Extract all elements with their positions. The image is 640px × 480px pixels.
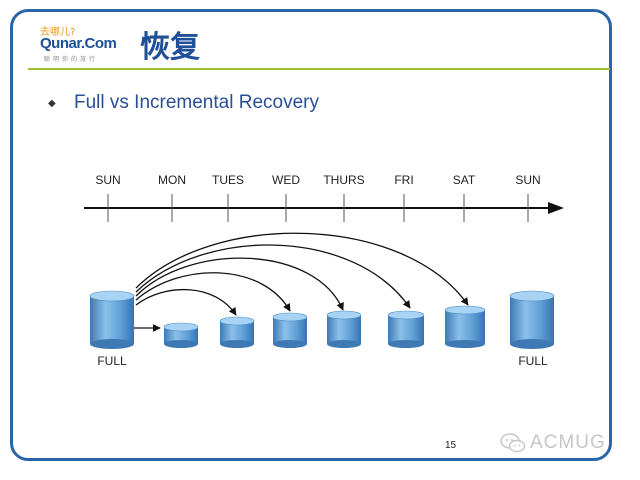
day-label: SAT xyxy=(453,173,476,187)
slide-title: 恢复 xyxy=(140,30,200,65)
page-number: 15 xyxy=(445,440,457,451)
incremental-fri xyxy=(387,310,425,348)
incremental-mon xyxy=(163,322,199,348)
bullet-icon: ◆ xyxy=(48,97,56,109)
bullet-text: Full vs Incremental Recovery xyxy=(74,92,319,113)
day-label: THURS xyxy=(323,173,364,187)
day-label: SUN xyxy=(95,173,120,187)
day-label: SUN xyxy=(515,173,540,187)
incremental-sat xyxy=(444,305,486,348)
arrow-to-wed xyxy=(135,272,291,312)
full-backup-right xyxy=(509,290,555,349)
arrow-to-thurs xyxy=(135,257,344,311)
slide-frame xyxy=(10,9,612,461)
arrow-to-fri xyxy=(135,244,411,309)
timeline-ticks xyxy=(107,194,529,222)
full-label-left: FULL xyxy=(97,354,127,368)
full-backup-left xyxy=(89,290,135,349)
arrow-to-tues xyxy=(135,289,237,316)
day-label: TUES xyxy=(212,173,244,187)
incremental-wed xyxy=(272,312,308,348)
wechat-icon xyxy=(500,433,526,453)
watermark-text: ACMUG xyxy=(530,432,606,453)
header-divider xyxy=(28,68,610,70)
timeline-day-labels: SUN MON TUES WED THURS FRI SAT SUN xyxy=(95,173,540,187)
incremental-tues xyxy=(219,316,255,348)
bullet-item: ◆ Full vs Incremental Recovery xyxy=(48,92,319,114)
logo-chinese-text: 去哪儿? xyxy=(40,27,76,38)
timeline-arrow-icon xyxy=(548,202,564,214)
recovery-arrows xyxy=(132,232,469,332)
day-label: MON xyxy=(158,173,186,187)
logo-slogan: 聪明你的旅行 xyxy=(44,56,99,63)
full-label-right: FULL xyxy=(518,354,548,368)
watermark: ACMUG xyxy=(500,432,606,454)
incremental-thurs xyxy=(326,310,362,348)
day-label: WED xyxy=(272,173,300,187)
logo-brand-text: Qunar.Com xyxy=(40,35,117,52)
qunar-logo: 去哪儿? Qunar.Com 聪明你的旅行 xyxy=(40,20,130,70)
day-label: FRI xyxy=(394,173,413,187)
arrow-to-sat xyxy=(135,232,469,306)
